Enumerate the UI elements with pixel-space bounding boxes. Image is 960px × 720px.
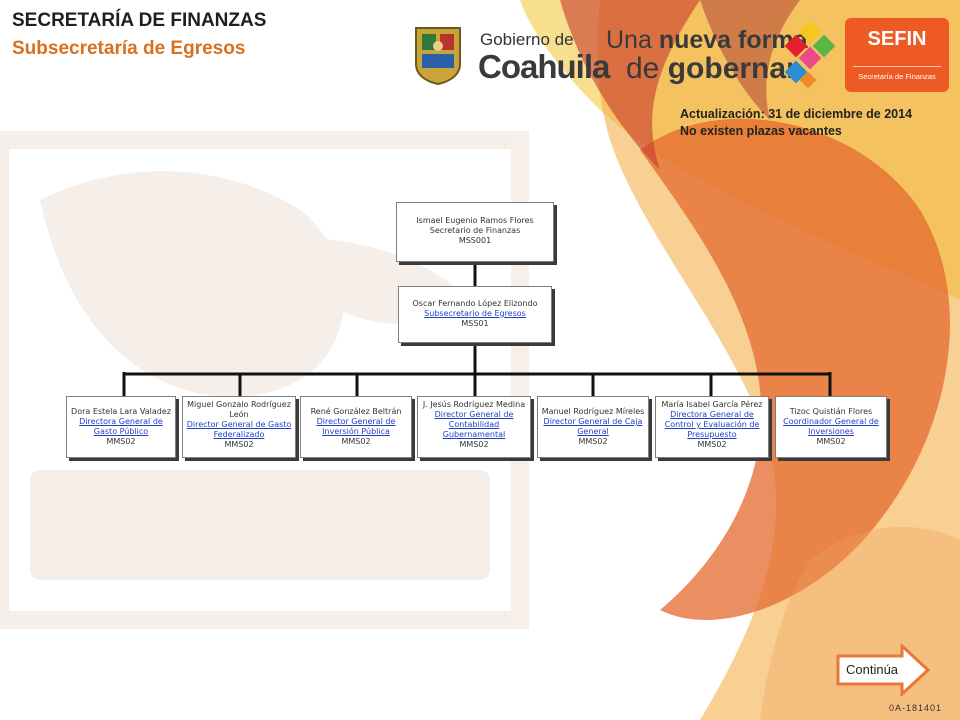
director-name: René González Beltrán xyxy=(310,407,402,416)
subsecretary-name: Oscar Fernando López Elizondo xyxy=(412,299,538,308)
slogan-line-2: de gobernar xyxy=(626,52,798,85)
slogan-line-1: Una nueva forma xyxy=(606,26,808,54)
subsecretary-code: MSS01 xyxy=(461,319,489,328)
director-name: Dora Estela Lara Valadez xyxy=(71,407,171,416)
director-code: MMS02 xyxy=(816,437,846,446)
director-title-link[interactable]: Directora General de Control y Evaluació… xyxy=(664,410,760,439)
director-name: Manuel Rodríguez Míreles xyxy=(541,407,645,416)
director-name: Miguel Gonzalo Rodríguez León xyxy=(187,400,291,419)
director-code: MMS02 xyxy=(106,437,136,446)
update-date: Actualización: 31 de diciembre de 2014 xyxy=(680,107,913,121)
director-box[interactable]: María Isabel García Pérez Directora Gene… xyxy=(655,396,769,458)
director-title-link[interactable]: Director General de Caja General xyxy=(543,417,643,436)
director-name: J. Jesús Rodríguez Medina xyxy=(422,400,526,409)
next-label[interactable]: Continúa xyxy=(846,662,899,677)
director-code: MMS02 xyxy=(341,437,371,446)
coahuila-logo-text: Coahuila xyxy=(478,48,610,85)
slogan-diamonds-icon xyxy=(784,22,836,89)
secretary-name: Ismael Eugenio Ramos Flores xyxy=(416,216,534,225)
director-box[interactable]: René González Beltrán Director General d… xyxy=(300,396,412,458)
document-code: 0A-181401 xyxy=(889,703,943,713)
secretary-code: MSS001 xyxy=(458,236,492,245)
director-title-link[interactable]: Director General de Inversión Pública xyxy=(316,417,396,436)
sefin-logo: SEFIN Secretaría de Finanzas xyxy=(845,18,949,92)
director-box[interactable]: Manuel Rodríguez Míreles Director Genera… xyxy=(537,396,649,458)
secretary-box[interactable]: Ismael Eugenio Ramos Flores Secretario d… xyxy=(396,202,554,262)
director-box[interactable]: Miguel Gonzalo Rodríguez León Director G… xyxy=(182,396,296,458)
page-title: SECRETARÍA DE FINANZAS xyxy=(12,10,267,31)
update-note: Actualización: 31 de diciembre de 2014 N… xyxy=(680,106,912,140)
director-box[interactable]: Tizoc Quistián Flores Coordinador Genera… xyxy=(775,396,887,458)
subsecretary-title-link[interactable]: Subsecretario de Egresos xyxy=(424,309,526,318)
director-code: MMS02 xyxy=(224,440,254,449)
director-box[interactable]: J. Jesús Rodríguez Medina Director Gener… xyxy=(417,396,531,458)
gobierno-de-text: Gobierno de xyxy=(480,30,574,49)
coahuila-coat-of-arms-icon xyxy=(415,27,461,86)
vacancy-note: No existen plazas vacantes xyxy=(680,124,842,138)
page-subtitle: Subsecretaría de Egresos xyxy=(12,38,246,59)
director-title-link[interactable]: Coordinador General de Inversiones xyxy=(783,417,879,436)
director-title-link[interactable]: Director General de Gasto Federalizado xyxy=(186,420,292,439)
next-arrow-button[interactable] xyxy=(836,644,932,696)
director-code: MMS02 xyxy=(578,437,608,446)
director-title-link[interactable]: Director General de Contabilidad Guberna… xyxy=(434,410,514,439)
secretary-title: Secretario de Finanzas xyxy=(429,226,521,235)
director-box[interactable]: Dora Estela Lara Valadez Directora Gener… xyxy=(66,396,176,458)
subsecretary-box[interactable]: Oscar Fernando López Elizondo Subsecreta… xyxy=(398,286,552,343)
director-name: Tizoc Quistián Flores xyxy=(789,407,873,416)
director-code: MMS02 xyxy=(459,440,489,449)
director-title-link[interactable]: Directora General de Gasto Público xyxy=(79,417,163,436)
director-name: María Isabel García Pérez xyxy=(661,400,763,409)
director-code: MMS02 xyxy=(697,440,727,449)
